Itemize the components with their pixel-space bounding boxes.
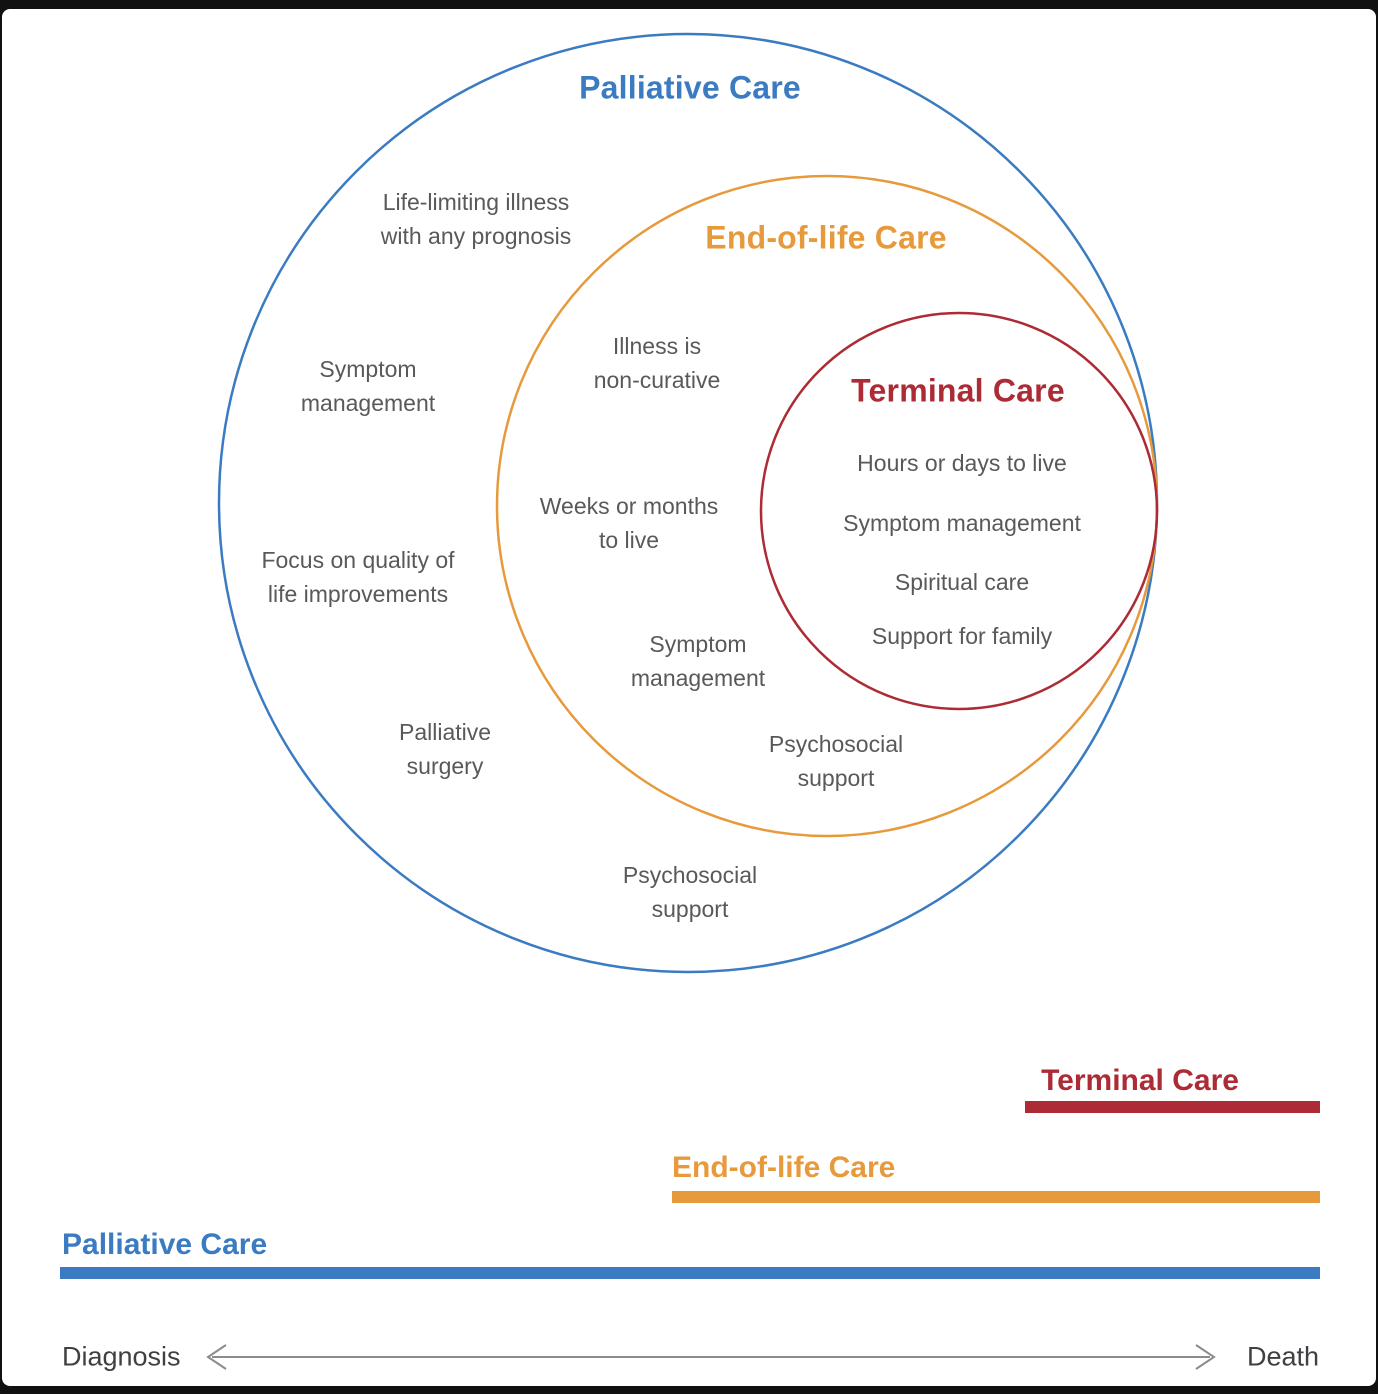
- end-of-life-care-title: End-of-life Care: [705, 219, 947, 256]
- venn-item-focus-quality-of-life: Focus on quality of life improvements: [261, 547, 455, 607]
- axis-diagnosis-label: Diagnosis: [62, 1341, 181, 1372]
- timeline-palliative-care-bar: [60, 1267, 1320, 1279]
- venn-item-illness-non-curative: Illness is non-curative: [593, 333, 721, 393]
- venn-item-hours-or-days-to-live: Hours or days to live: [857, 450, 1067, 476]
- venn-item-support-for-family: Support for family: [871, 623, 1053, 649]
- venn-item-symptom-management-endoflife: Symptom management: [630, 631, 766, 691]
- timeline-terminal-care-label: Terminal Care: [1041, 1064, 1239, 1097]
- axis-death-label: Death: [1247, 1341, 1320, 1372]
- timeline-terminal-care-bar: [1025, 1101, 1320, 1113]
- venn-item-palliative-surgery: Palliative surgery: [398, 719, 492, 779]
- venn-item-spiritual-care: Spiritual care: [894, 569, 1030, 595]
- venn-item-weeks-or-months-to-live: Weeks or months to live: [539, 493, 719, 553]
- terminal-care-title: Terminal Care: [851, 372, 1065, 409]
- venn-item-life-limiting-illness: Life-limiting illness with any prognosis: [380, 189, 572, 249]
- timeline-end-of-life-care-label: End-of-life Care: [672, 1151, 896, 1184]
- white-background-panel: [2, 9, 1376, 1386]
- timeline-palliative-care-label: Palliative Care: [62, 1228, 268, 1261]
- timeline-arrow: [206, 1344, 1216, 1370]
- palliative-care-title: Palliative Care: [579, 69, 801, 106]
- venn-item-symptom-management-terminal: Symptom management: [843, 510, 1081, 536]
- arrow-right-head-icon: [1195, 1344, 1216, 1370]
- venn-item-psychosocial-support-endoflife: Psychosocial support: [768, 731, 904, 791]
- venn-item-psychosocial-support-palliative: Psychosocial support: [622, 862, 758, 922]
- timeline-end-of-life-care-bar: [672, 1191, 1320, 1203]
- venn-item-symptom-management-palliative: Symptom management: [300, 356, 436, 416]
- terminal-care-circle: [759, 311, 1159, 711]
- arrow-left-head-icon: [206, 1344, 227, 1370]
